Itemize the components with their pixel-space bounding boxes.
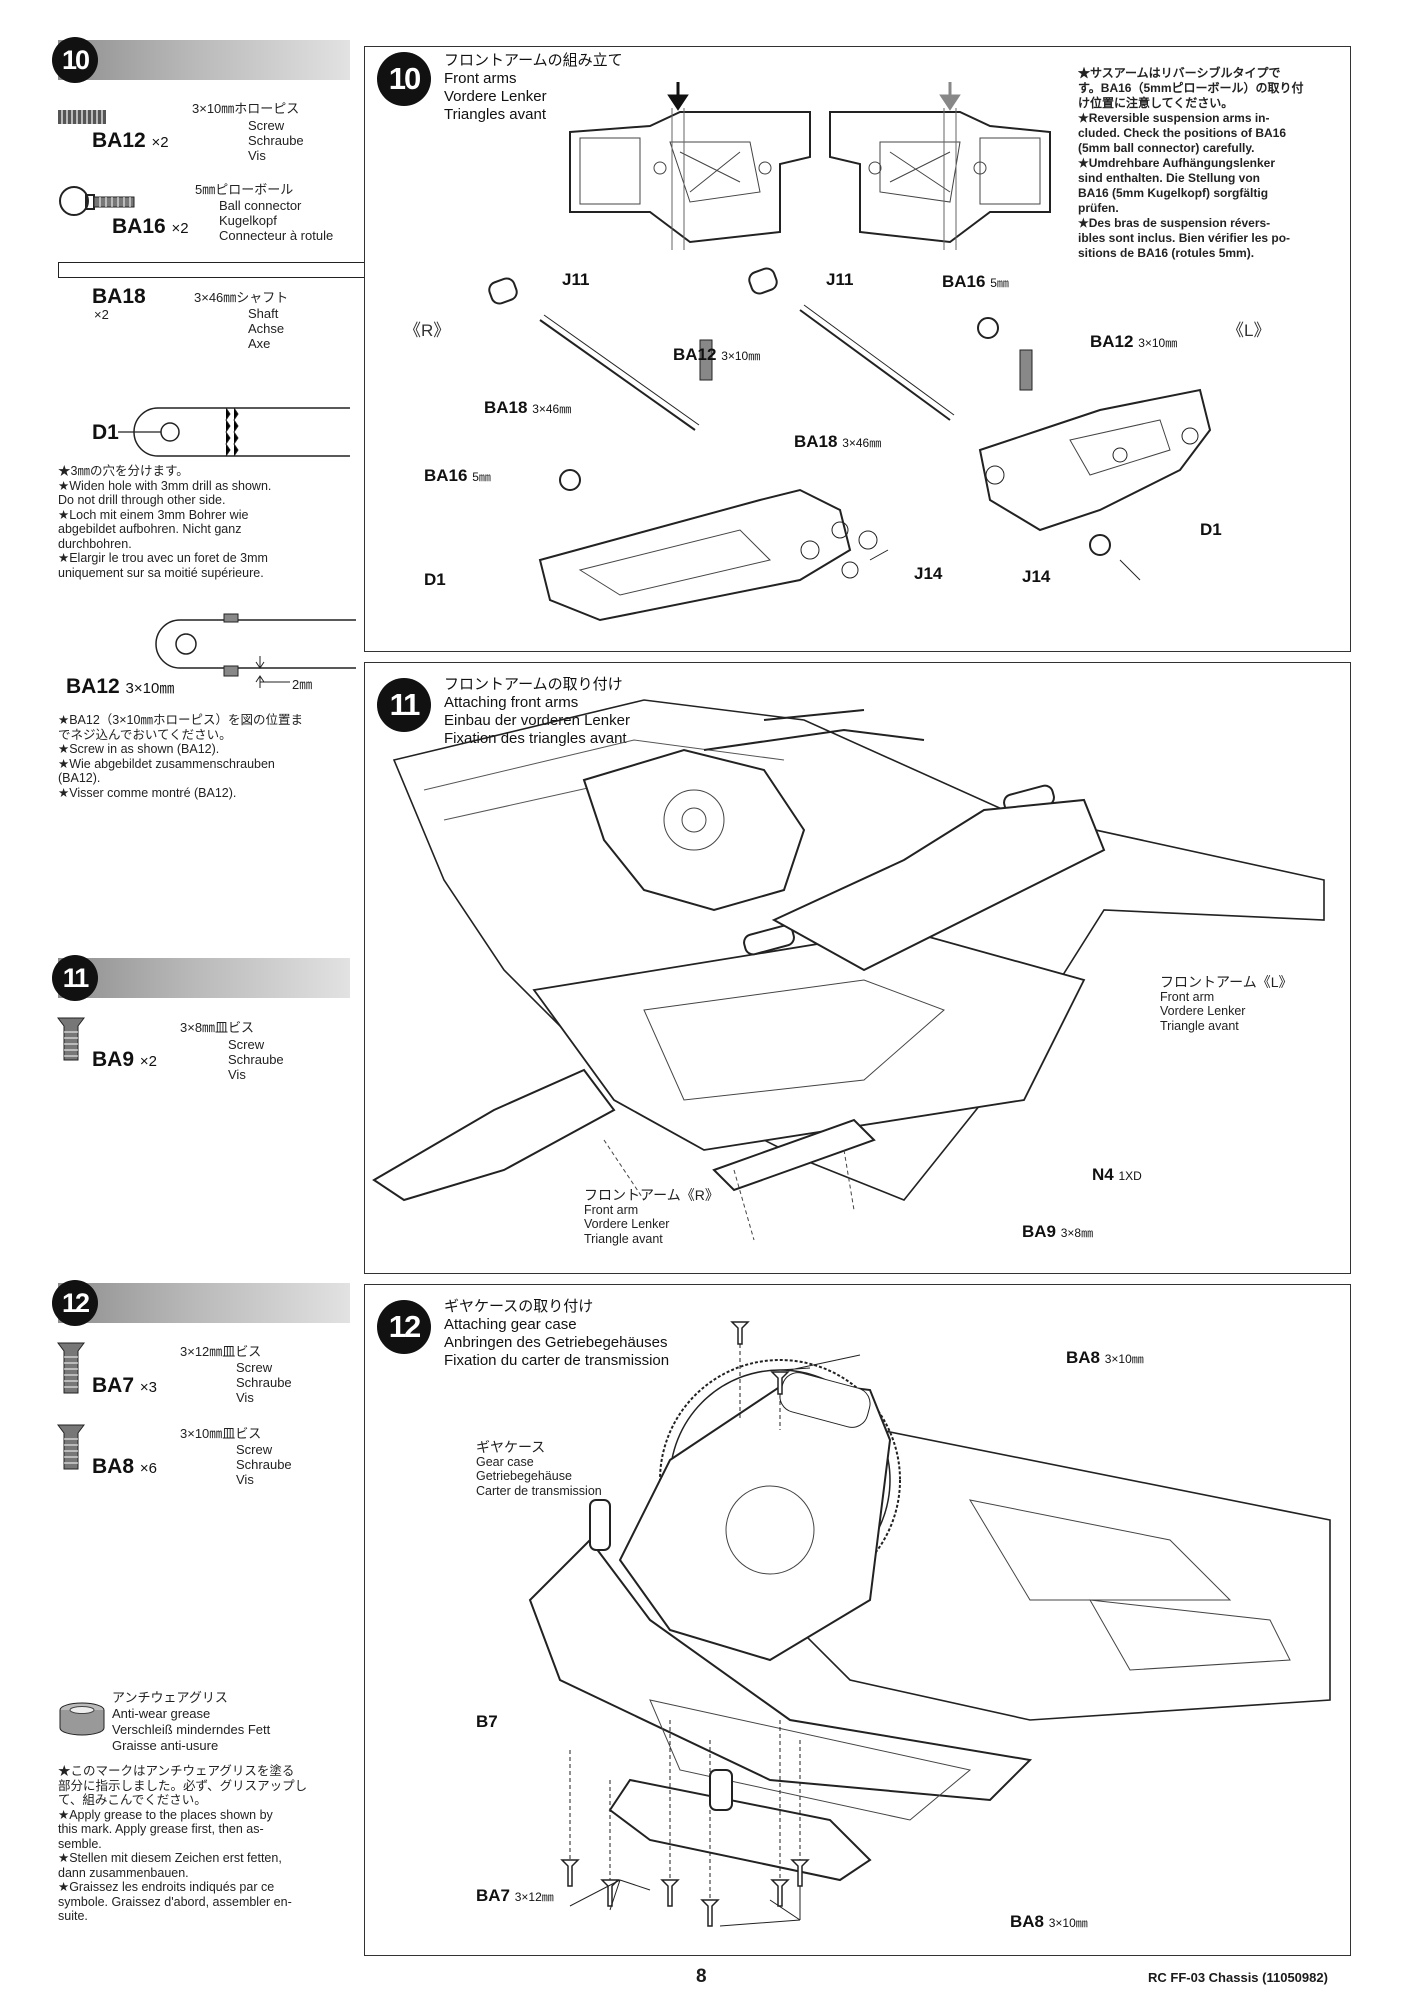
ba12-screw-icon (58, 110, 106, 124)
panel10-ba16-left: BA16 5㎜ (424, 466, 491, 485)
step10-badge: 10 (52, 37, 98, 83)
ba16-size: 5㎜ピローボール (195, 182, 294, 197)
panel10-badge: 10 (377, 52, 431, 106)
ba16-ball-connector-icon (59, 186, 135, 216)
page-number: 8 (696, 1966, 707, 1987)
ba12-position-diagram (155, 613, 356, 688)
panel12-ba7: BA7 3×12㎜ (476, 1886, 554, 1905)
ba8-screw-icon (57, 1424, 85, 1470)
panel10-ba16-top: BA16 5㎜ (942, 272, 1009, 291)
panel12-ba8-top: BA8 3×10㎜ (1066, 1348, 1144, 1367)
ba12b-code: BA12 3×10㎜ (66, 675, 175, 698)
panel11-badge: 11 (377, 678, 431, 732)
d1-drill-diagram (118, 407, 350, 457)
ba8-code: BA8 ×6 (92, 1455, 157, 1478)
panel10-j14-left: J14 (914, 564, 943, 583)
document-id: RC FF-03 Chassis (11050982) (1148, 1970, 1328, 1985)
step10-sidebar-header (58, 40, 350, 80)
ba18-code: BA18 (92, 285, 146, 308)
panel12-gearcase-drawing (528, 1321, 1331, 1927)
ba12-size: 3×10㎜ホローピス (192, 101, 300, 116)
ba18-size: 3×46㎜シャフト (194, 290, 289, 305)
ba7-size: 3×12㎜皿ビス (180, 1344, 262, 1359)
step12-badge: 12 (52, 1280, 98, 1326)
ba9-size: 3×8㎜皿ビス (180, 1020, 255, 1035)
panel10-d1-left: D1 (424, 570, 446, 589)
step11-sidebar-header (58, 958, 350, 998)
panel10-arm-top-views (569, 82, 1051, 250)
ba18-shaft-icon (58, 262, 366, 278)
grease-tub-icon (59, 1702, 105, 1736)
grease-notes: ★このマークはアンチウェアグリスを塗る部分に指示しました。必ず、グリスアップして… (58, 1764, 308, 1923)
panel10-left-mark: 《L》 (1227, 321, 1271, 340)
panel10-ba18-right: BA18 3×46㎜ (794, 432, 882, 451)
ba12b-notes: ★BA12（3×10㎜ホローピス）を図の位置までネジ込んでおいてください。★Sc… (58, 713, 303, 800)
ba16-code: BA16 ×2 (112, 215, 189, 238)
ba18-qty: ×2 (94, 307, 109, 322)
ba12-code: BA12 ×2 (92, 129, 169, 152)
panel10-d1-right: D1 (1200, 520, 1222, 539)
panel10-exploded-assembly (488, 267, 1212, 622)
panel12-b7: B7 (476, 1712, 498, 1731)
panel12-badge: 12 (377, 1300, 431, 1354)
panel11-chassis-drawing (372, 699, 1325, 1241)
panel10-ba12-center: BA12 3×10㎜ (673, 345, 761, 364)
d1-code: D1 (92, 421, 119, 444)
step11-badge: 11 (52, 955, 98, 1001)
panel10-j11-right: J11 (826, 270, 854, 289)
panel11-ba9: BA9 3×8㎜ (1022, 1222, 1094, 1241)
panel10-j14-right: J14 (1022, 567, 1051, 586)
ba9-code: BA9 ×2 (92, 1048, 157, 1071)
step12-sidebar-header (58, 1283, 350, 1323)
panel10-right-mark: 《R》 (404, 321, 451, 340)
ba12b-dim: 2㎜ (292, 677, 313, 692)
ba7-code: BA7 ×3 (92, 1374, 157, 1397)
panel10-ba12-right: BA12 3×10㎜ (1090, 332, 1178, 351)
panel10-j11-left: J11 (562, 270, 590, 289)
d1-notes: ★3㎜の穴を分けます。★Widen hole with 3mm drill as… (58, 464, 272, 580)
ba9-screw-icon (57, 1017, 85, 1061)
panel10-ba18-left: BA18 3×46㎜ (484, 398, 572, 417)
ba8-size: 3×10㎜皿ビス (180, 1426, 262, 1441)
panel12-ba8-bottom: BA8 3×10㎜ (1010, 1912, 1088, 1931)
panel11-n4: N4 1XD (1092, 1165, 1142, 1184)
panel10-reversible-note: ★サスアームはリバーシブルタイプです。BA16（5mmピローボール）の取り付け位… (1078, 66, 1304, 260)
ba7-screw-icon (57, 1342, 85, 1394)
